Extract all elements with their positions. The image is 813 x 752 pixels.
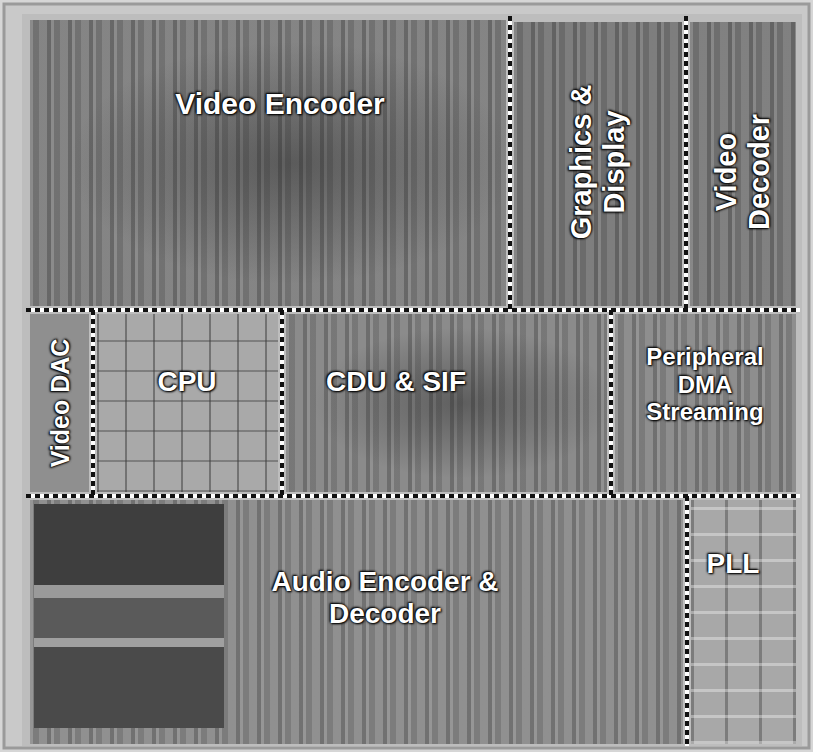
dashed-boundaries bbox=[26, 16, 800, 746]
region-label: Audio Encoder & Decoder bbox=[245, 566, 525, 630]
region-label: CDU & SIF bbox=[326, 366, 466, 398]
die-region: CDU & SIF bbox=[286, 314, 607, 492]
die-region: Video DAC bbox=[30, 314, 89, 492]
region-label: PLL bbox=[707, 548, 760, 580]
die-region: PLL bbox=[691, 500, 796, 744]
region-label: Video DAC bbox=[46, 339, 75, 468]
die-region: CPU bbox=[97, 314, 278, 492]
region-label: Graphics & Display bbox=[565, 62, 632, 262]
block-texture bbox=[34, 504, 224, 728]
die-region: Video Decoder bbox=[690, 22, 796, 306]
die-region: Graphics & Display bbox=[514, 22, 682, 306]
region-label: CPU bbox=[157, 366, 216, 398]
die-region: Peripheral DMA Streaming bbox=[615, 314, 796, 492]
region-label: Video Encoder bbox=[175, 87, 385, 122]
die-region: Video Encoder bbox=[30, 20, 506, 306]
die-border bbox=[4, 4, 809, 748]
region-label: Peripheral DMA Streaming bbox=[618, 343, 793, 426]
region-label: Video Decoder bbox=[710, 92, 777, 252]
die-core bbox=[22, 14, 802, 746]
die-region: Audio Encoder & Decoder bbox=[30, 500, 683, 744]
